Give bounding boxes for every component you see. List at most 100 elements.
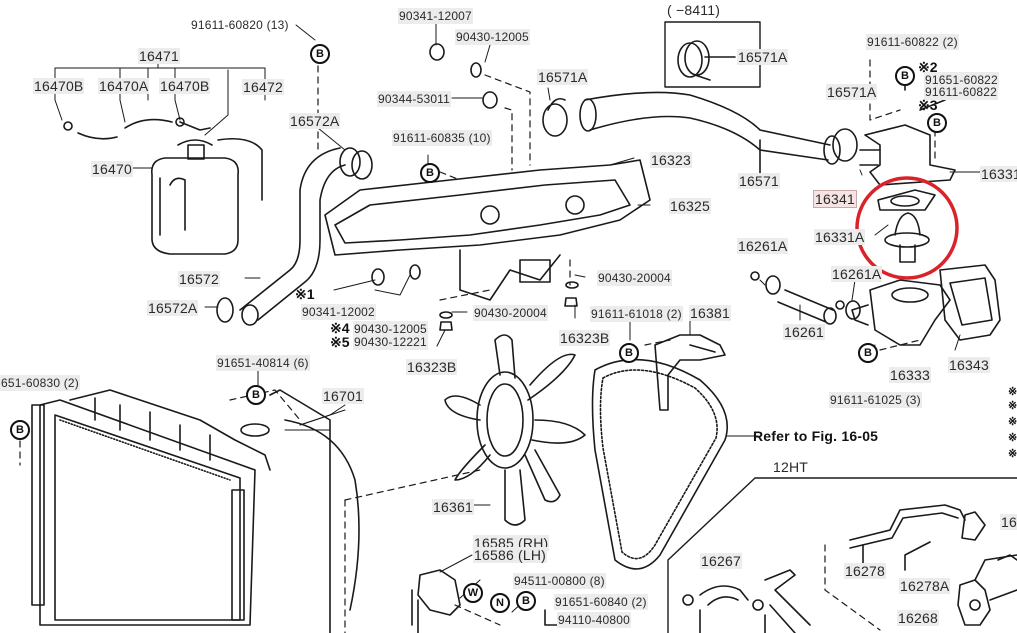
part-label[interactable]: 16472 [242, 79, 284, 95]
part-label[interactable]: 16361 [432, 499, 474, 515]
part-label[interactable]: 16470B [159, 78, 211, 94]
bolt-symbol-icon: B [927, 113, 947, 133]
part-label[interactable]: 91651-60840 (2) [554, 594, 648, 610]
part-label[interactable]: 91611-60835 (10) [392, 130, 492, 146]
part-label[interactable]: 16278A [899, 578, 951, 594]
water-manifold [324, 159, 651, 301]
part-label[interactable]: 16470 [91, 161, 133, 177]
part-label[interactable]: 91611-60822 (2) [866, 34, 959, 50]
reservoir-tank [150, 139, 240, 255]
section-label: 12HT [773, 459, 809, 475]
radiator [31, 389, 360, 633]
part-label[interactable]: 16331 [980, 166, 1017, 182]
part-label[interactable]: 16571 [738, 173, 780, 189]
part-label[interactable]: 16 [1000, 514, 1017, 530]
part-label[interactable]: 94110-40800 [557, 612, 632, 628]
part-label[interactable]: 91611-61025 (3) [829, 392, 922, 408]
part-label[interactable]: 91611-60822 [924, 84, 999, 100]
part-label[interactable]: 90430-20004 [597, 270, 672, 286]
footnote-mark: ※1 [295, 286, 315, 302]
part-label[interactable]: 16331A [814, 229, 866, 245]
bypass-hose [750, 271, 861, 325]
part-label[interactable]: 90341-12002 [301, 304, 376, 320]
part-label[interactable]: 16571A [826, 84, 878, 100]
part-label[interactable]: 91651-40814 (6) [216, 355, 310, 371]
footnote-mark: ※3 [918, 97, 938, 113]
nut-symbol-icon: N [490, 593, 510, 613]
part-label[interactable]: 94511-00800 (8) [513, 573, 606, 589]
pipe-16278 [849, 504, 986, 571]
part-label[interactable]: 16333 [889, 367, 931, 383]
part-label[interactable]: 16323B [559, 330, 611, 346]
part-label[interactable]: 16586 (LH) [473, 547, 548, 563]
part-label-highlighted[interactable]: 16341 [813, 190, 857, 208]
bolt-symbol-icon: B [858, 343, 878, 363]
leader-lines-top-left [54, 24, 316, 169]
drain-plugs [371, 43, 579, 331]
part-label[interactable]: 16701 [322, 388, 364, 404]
part-label[interactable]: 16325 [669, 198, 711, 214]
part-label[interactable]: 16323B [406, 359, 458, 375]
section-12ht-box [667, 477, 1017, 633]
part-label[interactable]: 90430-20004 [473, 305, 548, 321]
bracket [654, 334, 726, 411]
part-label[interactable]: 16470B [33, 78, 85, 94]
footnote-mark: ※2 [918, 59, 938, 75]
part-label[interactable]: 90430-12221 [353, 334, 428, 350]
part-label[interactable]: 651-60830 (2) [0, 375, 80, 391]
washer-symbol-icon: W [463, 583, 483, 603]
cooling-fan [444, 334, 586, 526]
bolt-symbol-icon: B [10, 420, 30, 440]
upper-radiator-hose [216, 147, 373, 326]
part-label[interactable]: 91611-60820 (13) [191, 18, 289, 32]
part-label[interactable]: 16267 [700, 553, 742, 569]
bolt-symbol-icon: B [420, 163, 440, 183]
footnote-mark: ※ [1008, 448, 1017, 460]
footnote-mark: ※4 [330, 320, 350, 336]
part-label[interactable]: 16572A [147, 300, 199, 316]
bolt-symbol-icon: B [516, 591, 536, 611]
part-label[interactable]: 16571A [737, 49, 789, 65]
bolt-symbol-icon: B [246, 385, 266, 405]
part-label[interactable]: 16323 [650, 152, 692, 168]
inset-clamp [677, 40, 736, 81]
part-label[interactable]: 16261 [783, 324, 825, 340]
reference-link[interactable]: Refer to Fig. 16-05 [753, 428, 879, 444]
overflow-hoses [63, 117, 263, 201]
part-label[interactable]: 16572 [178, 271, 220, 287]
part-label[interactable]: 16572A [289, 113, 341, 129]
part-label[interactable]: 90430-12005 [455, 29, 530, 45]
footnote-mark: ※ [1008, 400, 1017, 412]
part-label[interactable]: 16471 [138, 48, 180, 64]
part-label[interactable]: 16268 [897, 610, 939, 626]
part-label[interactable]: 90430-12005 [353, 321, 428, 337]
part-label[interactable]: 16261A [737, 238, 789, 254]
inset-title: ( −8411) [667, 2, 721, 18]
footnote-mark: ※ [1008, 432, 1017, 444]
footnote-mark: ※5 [330, 334, 350, 350]
part-label[interactable]: 16343 [948, 357, 990, 373]
part-label[interactable]: 16381 [689, 305, 731, 321]
dashed-guides [19, 54, 936, 631]
bolt-symbol-icon: B [619, 343, 639, 363]
part-label[interactable]: 90344-53011 [377, 91, 452, 107]
part-label[interactable]: 90341-12007 [398, 8, 473, 24]
part-label[interactable]: 16470A [98, 78, 150, 94]
hose-16267 [682, 569, 811, 633]
bolt-symbol-icon: B [895, 66, 915, 86]
part-label[interactable]: 91611-61018 (2) [590, 306, 683, 322]
thermostat [884, 212, 930, 263]
water-hose [542, 91, 858, 176]
pump-16268 [957, 554, 1017, 626]
shroud-bracket [411, 569, 561, 633]
thermostat-gasket [877, 189, 936, 211]
part-label[interactable]: 16261A [831, 266, 883, 282]
v-belt [591, 358, 759, 570]
highlight-circle [855, 176, 959, 280]
bolt-symbol-icon: B [310, 44, 330, 64]
part-label[interactable]: 16278 [844, 563, 886, 579]
footnote-mark: ※ [1008, 386, 1017, 398]
footnote-mark: ※ [1008, 416, 1017, 428]
part-label[interactable]: 16571A [537, 69, 589, 85]
